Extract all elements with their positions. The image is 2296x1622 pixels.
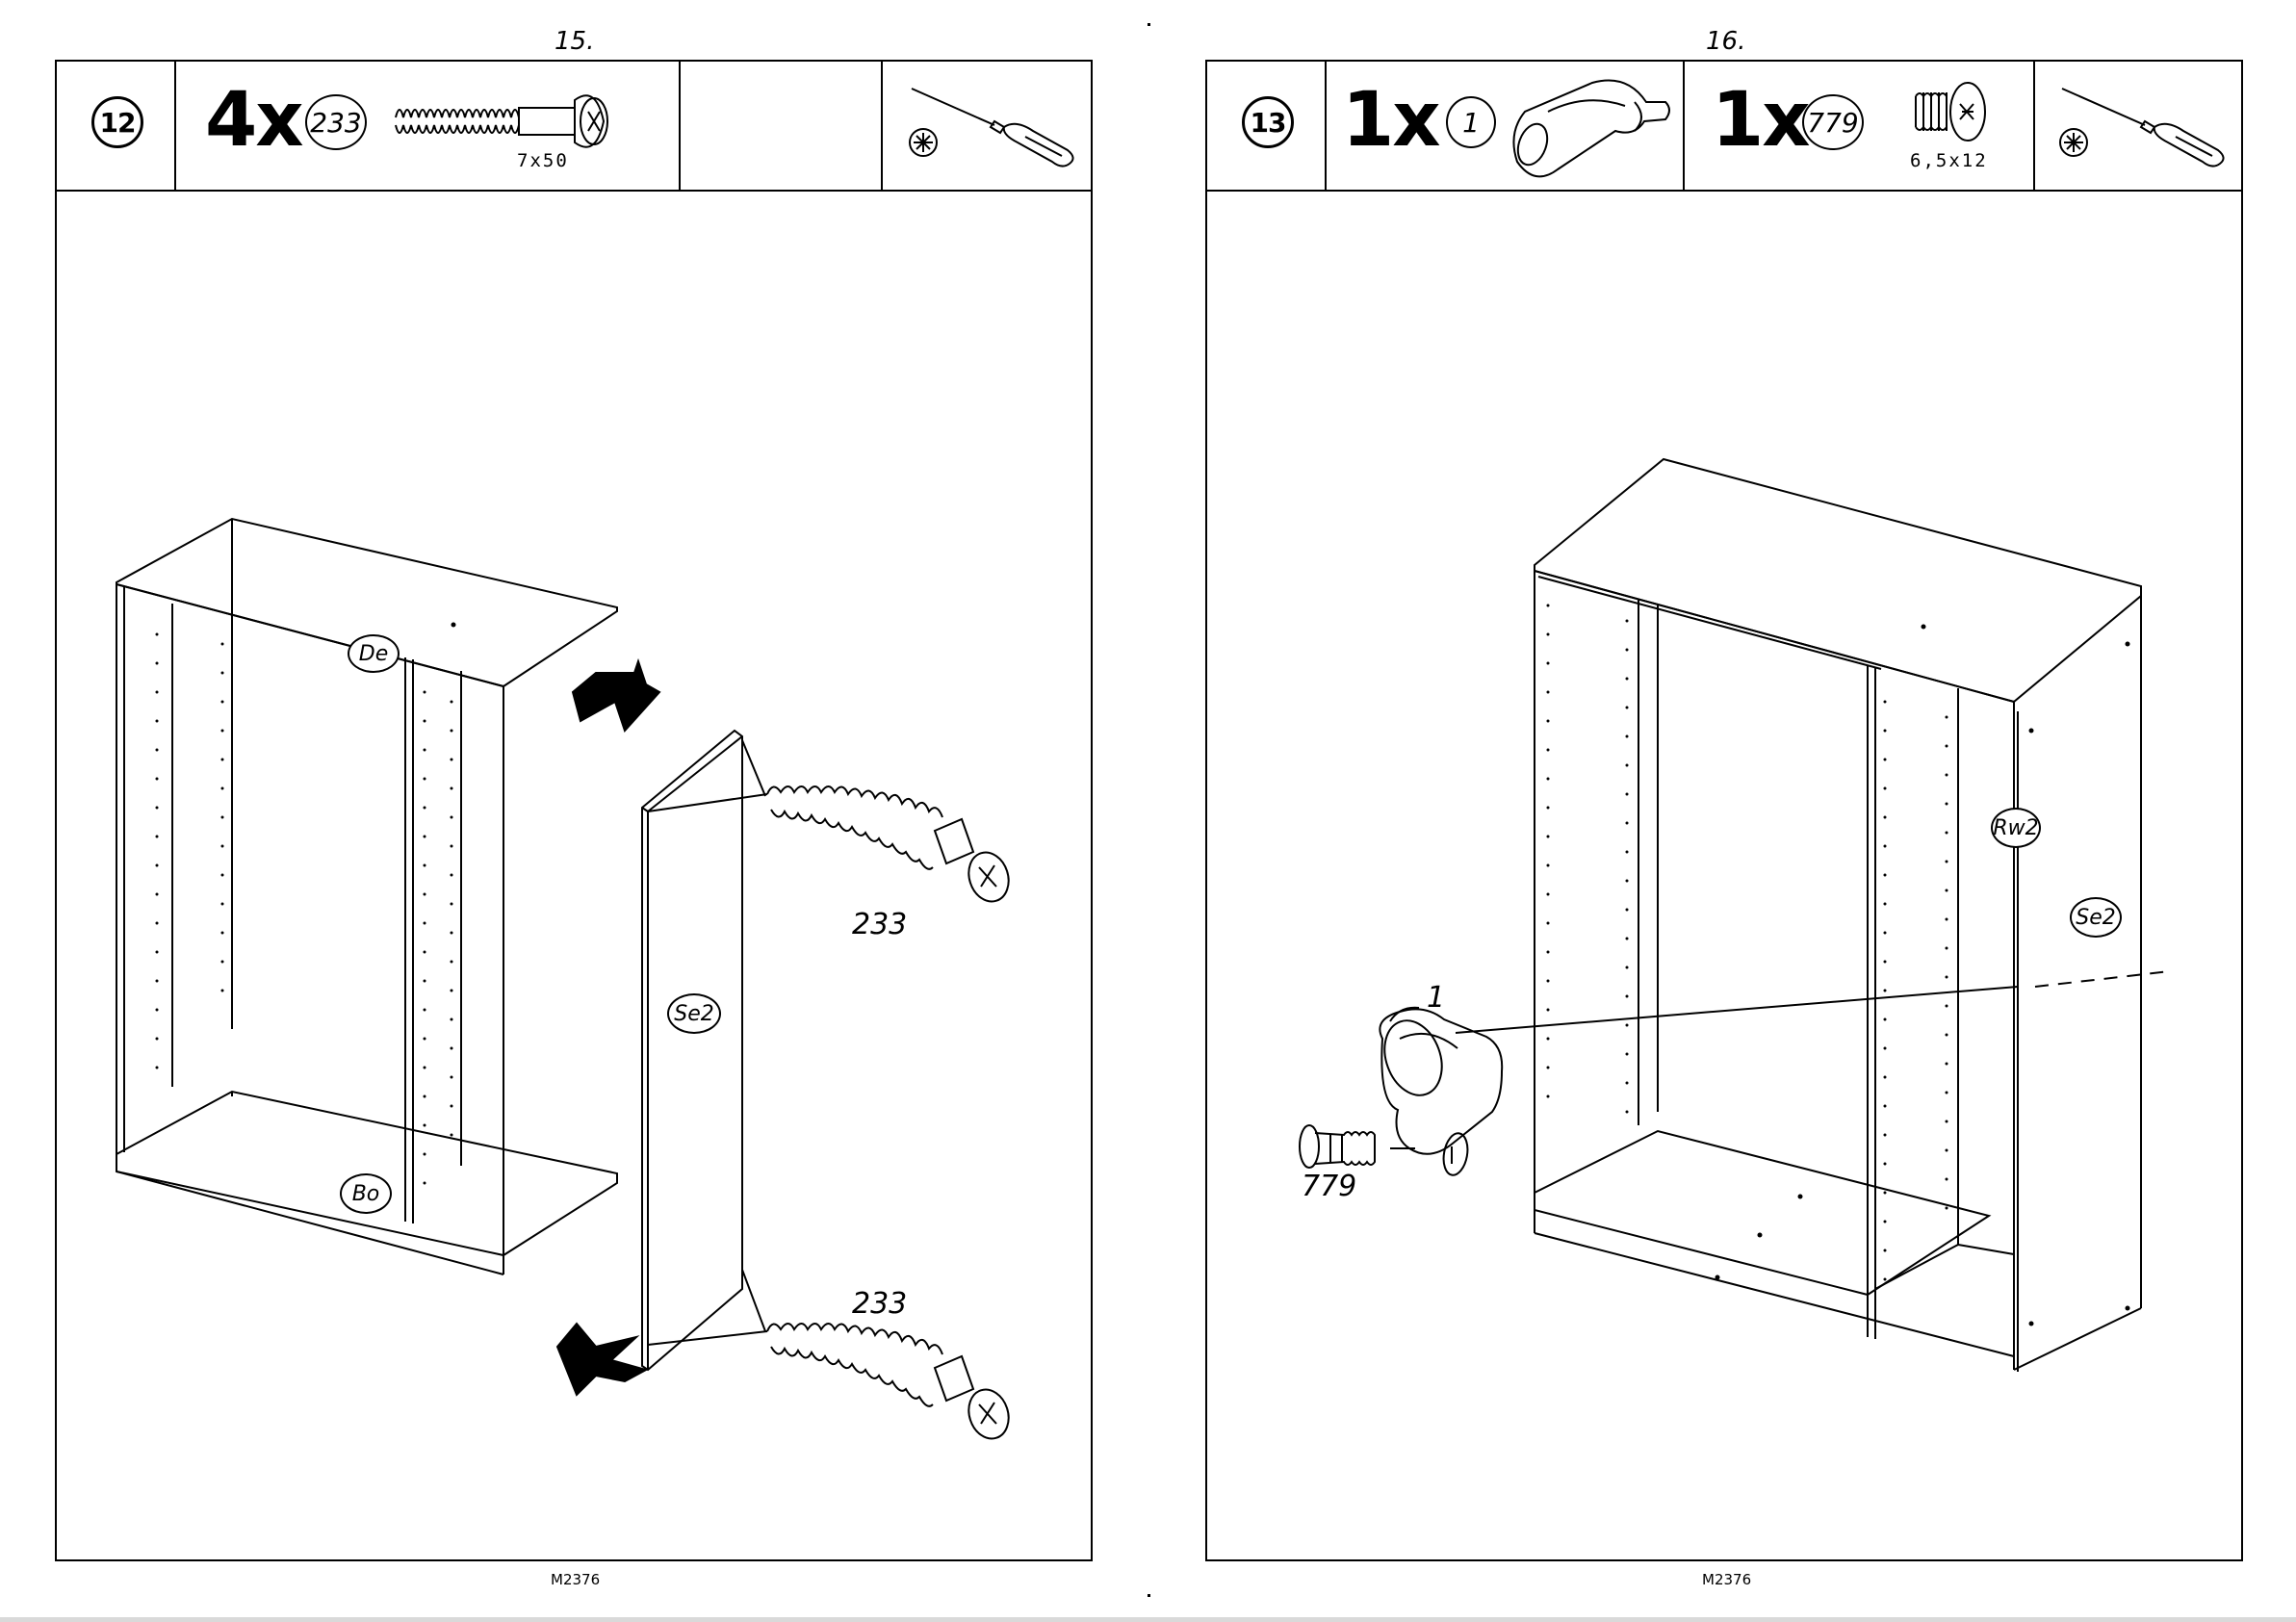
part-dimension: 6,5x12 <box>1910 150 1988 171</box>
step-cell: 12 <box>57 62 176 190</box>
phillips-screwdriver-icon <box>902 83 1085 169</box>
assembly-drawing: De Bo Se2 233 233 <box>57 192 1091 1559</box>
part-quantity: 1x <box>1712 77 1809 164</box>
part-cell-bracket: 1x 1 <box>1327 62 1685 190</box>
step-number: 13 <box>1242 96 1294 148</box>
part-cell-screw: 1x 779 6,5x12 <box>1685 62 2035 190</box>
page-footer-code: M2376 <box>1702 1571 1751 1588</box>
part-id: 1 <box>1446 96 1496 148</box>
parts-header: 13 1x 1 1x 779 <box>1207 62 2241 192</box>
panel-tag-se2: Se2 <box>667 993 721 1034</box>
part-id: 779 <box>1802 94 1864 150</box>
page-footer-code: M2376 <box>551 1571 600 1588</box>
part-quantity: 4x <box>205 77 302 164</box>
instruction-page-right: 13 1x 1 1x 779 <box>1205 60 2243 1561</box>
step-cell: 13 <box>1207 62 1327 190</box>
fold-mark-bottom <box>1148 1594 1150 1597</box>
phillips-screwdriver-icon <box>2052 83 2235 169</box>
panel-tag-rw2: Rw2 <box>1991 808 2041 848</box>
cabinet-illustration <box>57 192 1091 1559</box>
part-id: 233 <box>305 94 367 150</box>
arrow-bottom <box>557 1324 646 1395</box>
instruction-page-left: 12 4x 233 7x50 <box>55 60 1093 1561</box>
fold-mark-top <box>1148 23 1150 26</box>
tool-cell <box>2035 62 2241 190</box>
screw-label-bottom: 233 <box>852 1287 907 1321</box>
part-cell: 4x 233 7x50 <box>176 62 681 190</box>
door-stop-bracket-icon <box>1500 69 1681 183</box>
assembly-drawing: Rw2 Se2 1 779 <box>1207 192 2241 1559</box>
part-dimension: 7x50 <box>517 150 569 171</box>
page-number: 15. <box>555 27 594 56</box>
bottom-strip <box>0 1617 2296 1622</box>
part-quantity: 1x <box>1342 77 1439 164</box>
short-screw-icon <box>1908 75 1995 148</box>
step-number: 12 <box>91 96 143 148</box>
parts-header: 12 4x 233 7x50 <box>57 62 1091 192</box>
dowel-screw-top <box>648 740 1015 907</box>
tool-cell <box>883 62 1091 190</box>
panel-tag-se2: Se2 <box>2070 897 2122 938</box>
panel-tag-bo: Bo <box>340 1173 392 1214</box>
bracket-label: 1 <box>1427 981 1445 1015</box>
dowel-screw-icon <box>390 83 650 150</box>
cabinet-illustration <box>1207 192 2241 1559</box>
arrow-top <box>573 661 659 731</box>
screw-label: 779 <box>1302 1170 1356 1203</box>
empty-cell <box>681 62 883 190</box>
dowel-screw-bottom <box>648 1270 1015 1444</box>
screw-label-top: 233 <box>852 908 907 941</box>
page-number: 16. <box>1706 27 1745 56</box>
panel-tag-de: De <box>348 634 400 673</box>
door-stop-bracket <box>1375 1008 1502 1177</box>
